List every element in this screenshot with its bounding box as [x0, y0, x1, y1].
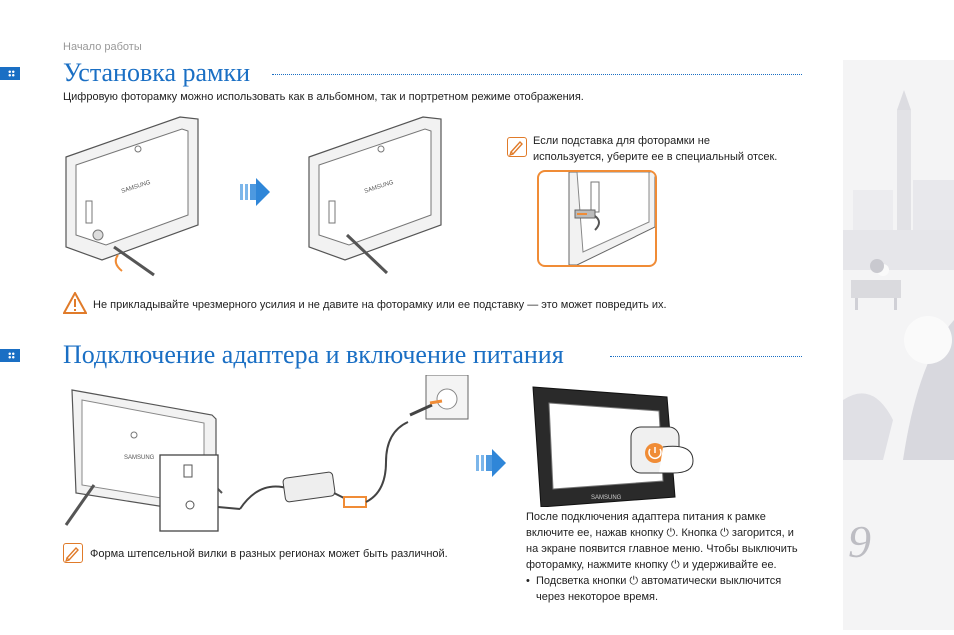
- warning-icon: [62, 290, 88, 319]
- brand-label: SAMSUNG: [591, 495, 622, 501]
- bullet-dot: •: [526, 575, 530, 587]
- power-instructions: После подключения адаптера питания к рам…: [526, 509, 826, 605]
- section-divider: [272, 74, 802, 75]
- warning-text: Не прикладывайте чрезмерного усилия и не…: [93, 299, 667, 311]
- breadcrumb: Начало работы: [63, 41, 142, 53]
- section-title: Установка рамки: [63, 58, 251, 87]
- section-marker-icon: [0, 349, 20, 362]
- stand-note-line: Если подставка для фоторамки не: [533, 135, 710, 147]
- frame-stand-open-illustration: SAMSUNG: [308, 116, 442, 275]
- plug-note: Форма штепсельной вилки в разных региона…: [90, 548, 448, 560]
- section-marker-icon: [0, 67, 20, 80]
- bullet-item: • Подсветка кнопки ⏻ автоматически выклю…: [526, 573, 826, 589]
- stand-note-line: используется, уберите ее в специальный о…: [533, 151, 778, 163]
- brand-label: SAMSUNG: [124, 455, 155, 461]
- note-pencil-icon: [507, 137, 527, 157]
- note-pencil-icon: [63, 543, 83, 563]
- frame-power-illustration: SAMSUNG: [532, 386, 694, 507]
- frame-stand-illustration: SAMSUNG: [65, 116, 199, 277]
- arrow-right-icon: [476, 449, 506, 477]
- stand-storage-detail: [537, 170, 657, 267]
- section-divider: [610, 356, 802, 357]
- page-number: 9: [848, 516, 871, 567]
- power-instructions-line: включите ее, нажав кнопку ⏻. Кнопка ⏻ за…: [526, 527, 794, 539]
- stand-note: Если подставка для фоторамки не использу…: [533, 133, 777, 165]
- power-instructions-line: на экране появится главное меню. Чтобы в…: [526, 543, 798, 555]
- section-title: Подключение адаптера и включение питания: [63, 340, 564, 369]
- bullet-text-continued: через некоторое время.: [536, 591, 659, 603]
- arrow-right-icon: [240, 178, 270, 206]
- bullet-text: Подсветка кнопки ⏻ автоматически выключи…: [536, 575, 782, 587]
- city-silhouette-illustration: [843, 90, 954, 460]
- decorative-sidebar: [843, 60, 954, 630]
- power-instructions-line: фоторамку, нажмите кнопку ⏻ и удерживайт…: [526, 559, 777, 571]
- power-instructions-line: После подключения адаптера питания к рам…: [526, 511, 766, 523]
- adapter-connection-illustration: SAMSUNG: [64, 375, 469, 532]
- section-intro: Цифровую фоторамку можно использовать ка…: [63, 91, 584, 103]
